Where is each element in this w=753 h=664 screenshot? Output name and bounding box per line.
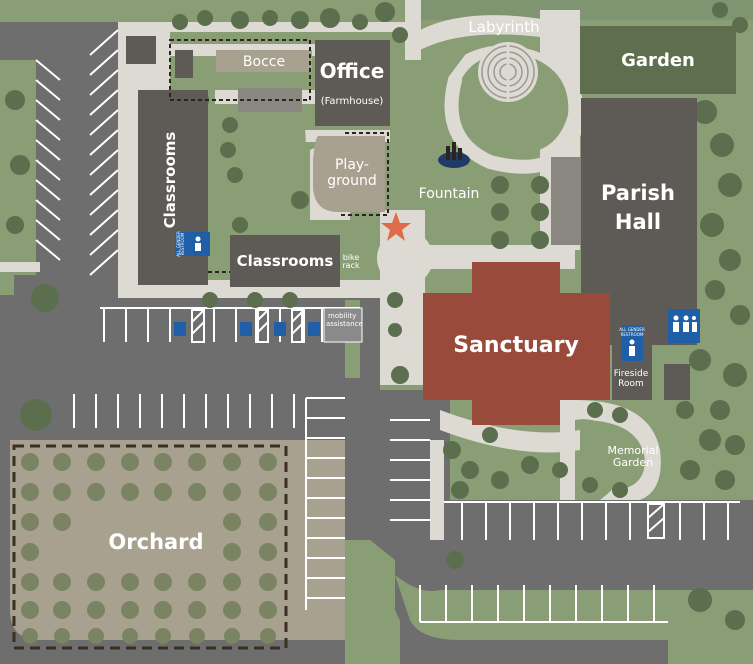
parking-stripes-west [35,29,119,276]
parking-stripes-north-row [100,307,360,342]
parish-hall-label-line1: Parish [601,181,675,205]
office-sublabel: (Farmhouse) [321,96,384,107]
shed-small [175,50,193,78]
mobility-label-line2: assistance [326,320,363,328]
playground-label-line1: Play- [335,157,369,173]
memorial-garden-label-line2: Garden [613,456,653,469]
garden-label: Garden [621,50,695,71]
restroom-west-line2: RESTROOM [180,232,185,255]
fountain-label: Fountain [419,186,480,202]
hatched-spaces [191,309,665,539]
fountain-icon [438,142,470,168]
you-are-here-star-icon[interactable] [381,212,411,241]
orchard-trees [21,453,277,644]
classrooms-vertical-label: Classrooms [161,132,179,229]
classrooms-horizontal-label: Classrooms [237,252,334,270]
parking-stripes-east [390,419,430,521]
parish-hall-annex [664,364,690,400]
fireside-room-label-line2: Room [618,379,644,389]
parish-hall-label-line2: Hall [615,210,661,234]
mobility-label-line1: mobility [328,312,356,320]
north-lawn [415,0,753,20]
restroom-sign-west: ALL GENDER RESTROOM [175,231,210,257]
restroom-fireside-line2: RESTROOM [621,332,644,337]
garden-area[interactable] [580,26,736,94]
restroom-west-line1: ALL GENDER [176,231,181,257]
sanctuary-label: Sanctuary [453,333,579,358]
office-label: Office [320,59,385,83]
memorial-garden-label-line1: Memorial [607,444,658,457]
bocce-court[interactable] [216,50,312,72]
shed-nw [126,36,156,64]
playground-fence [338,132,389,216]
restroom-fireside-line1: ALL GENDER [619,327,645,332]
labyrinth [478,42,538,102]
courtyard-fence [169,39,311,101]
bocce-label: Bocce [243,54,285,70]
office-building[interactable] [315,40,390,126]
orchard-boundary [12,444,288,650]
labyrinth-label: Labyrinth [468,18,539,36]
bike-rack-label-line2: rack [342,261,360,270]
parish-hall-connector [551,157,581,245]
playground-area[interactable] [313,136,385,212]
fireside-room-label-line1: Fireside [614,369,649,379]
restroom-sign-parish-hall [668,309,700,343]
classrooms-south-building[interactable] [230,235,340,287]
bike-rack-label-line1: bike [343,253,360,262]
orchard-label: Orchard [108,530,203,554]
sanctuary-building[interactable] [423,262,610,425]
parking-stripes-south [419,501,740,623]
south-island-lawn [395,575,720,640]
restroom-sign-fireside: ALL GENDER RESTROOM [619,325,645,361]
mobility-assistance-zone [323,307,363,343]
accessible-parking-icons [174,322,320,336]
island-tree [20,399,52,431]
memorial-garden-lawn [580,420,645,490]
parking-stripes-orchard-row [73,394,345,610]
courtyard-lawn [239,99,306,184]
playground-label-line2: ground [327,173,377,189]
